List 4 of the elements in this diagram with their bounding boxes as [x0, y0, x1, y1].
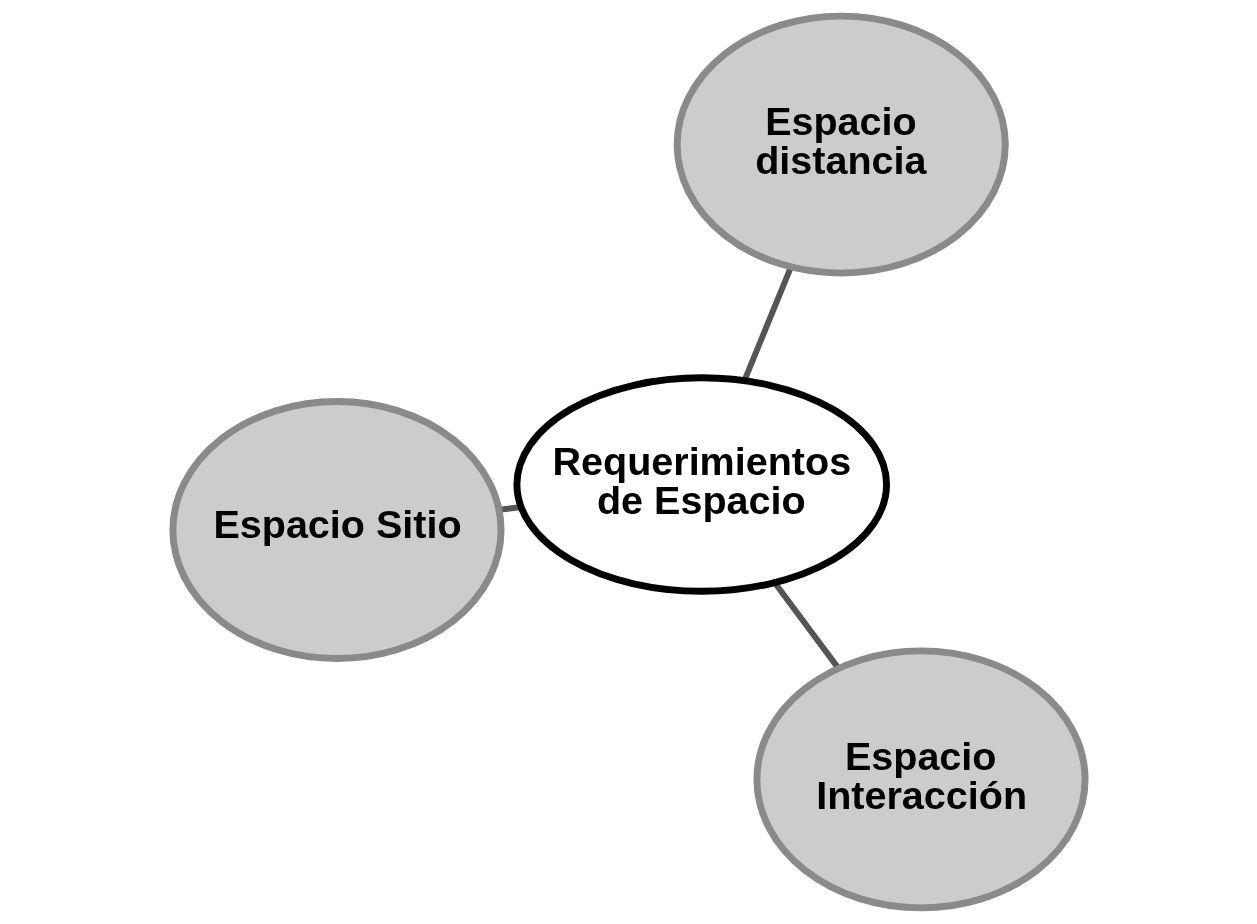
node-ellipse: Requerimientos de Espacio — [512, 374, 890, 595]
node-ellipse: Espacio distancia — [673, 12, 1009, 277]
node-ellipse: Espacio Sitio — [168, 398, 504, 662]
node-ellipse: Espacio Interacción — [753, 647, 1089, 912]
